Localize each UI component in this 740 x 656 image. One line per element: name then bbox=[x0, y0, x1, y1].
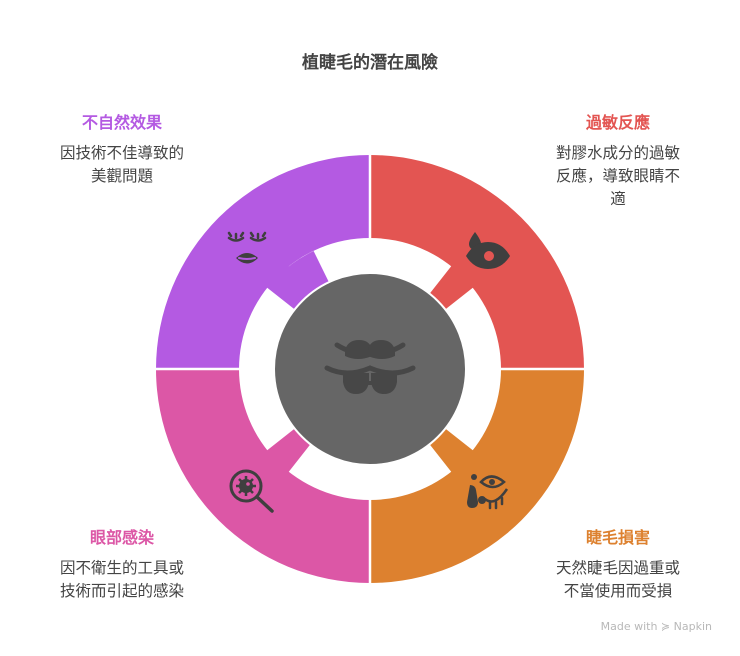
desc-line: 因技術不佳導致的 bbox=[59, 144, 184, 162]
segment-bottom-left bbox=[156, 369, 370, 583]
segment-heading: 過敏反應 bbox=[585, 113, 650, 132]
segment-heading: 眼部感染 bbox=[89, 528, 154, 547]
eye-lash-damage-icon bbox=[467, 474, 509, 510]
segment-heading: 不自然效果 bbox=[81, 113, 162, 132]
arm-top-right bbox=[428, 265, 474, 311]
segment-label-top-right: 過敏反應 對膠水成分的過敏 反應，導致眼睛不 適 bbox=[518, 109, 718, 211]
germ-magnifier-icon bbox=[229, 469, 274, 513]
desc-line: 技術而引起的感染 bbox=[59, 582, 184, 600]
segment-label-top-left: 不自然效果 因技術不佳導致的 美觀問題 bbox=[22, 109, 222, 188]
segment-description: 因技術不佳導致的 美觀問題 bbox=[22, 142, 222, 188]
desc-line: 天然睫毛因過重或 bbox=[555, 559, 680, 577]
desc-line: 不當使用而受損 bbox=[563, 582, 673, 600]
segment-description: 天然睫毛因過重或 不當使用而受損 bbox=[518, 557, 718, 603]
closed-eyes-lips-icon bbox=[227, 231, 267, 264]
arm-bottom-right bbox=[428, 427, 474, 473]
arm-top-left bbox=[266, 265, 312, 311]
desc-line: 反應，導致眼睛不 bbox=[555, 167, 680, 185]
arm-bottom-left bbox=[266, 427, 312, 473]
desc-line: 美觀問題 bbox=[90, 167, 153, 185]
segment-label-bottom-right: 睫毛損害 天然睫毛因過重或 不當使用而受損 bbox=[518, 524, 718, 603]
desc-line: 適 bbox=[610, 190, 626, 208]
napkin-watermark: Made with ≽ Napkin bbox=[600, 620, 712, 633]
diagram-title: 植睫毛的潛在風險 bbox=[302, 53, 438, 73]
segment-description: 對膠水成分的過敏 反應，導致眼睛不 適 bbox=[518, 142, 718, 211]
desc-line: 對膠水成分的過敏 bbox=[555, 144, 680, 162]
eye-drop-icon bbox=[466, 232, 510, 269]
eyelash-extension-icon bbox=[324, 340, 416, 394]
segment-description: 因不衛生的工具或 技術而引起的感染 bbox=[22, 557, 222, 603]
segment-bottom-right bbox=[370, 369, 584, 583]
segment-heading: 睫毛損害 bbox=[585, 528, 650, 547]
segment-label-bottom-left: 眼部感染 因不衛生的工具或 技術而引起的感染 bbox=[22, 524, 222, 603]
desc-line: 因不衛生的工具或 bbox=[59, 559, 184, 577]
